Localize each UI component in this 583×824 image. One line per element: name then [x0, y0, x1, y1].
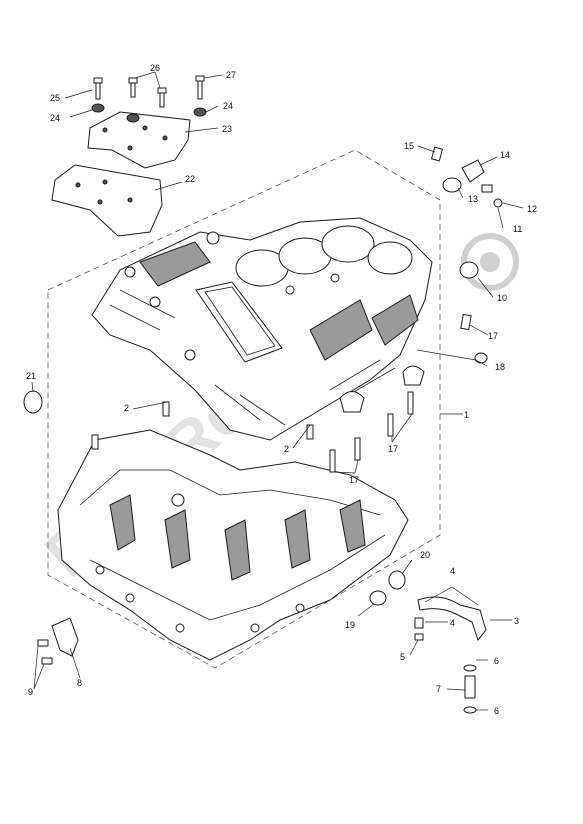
callout-23: 23 — [222, 124, 232, 134]
callout-1: 1 — [464, 410, 469, 420]
callout-4: 4 — [450, 618, 455, 628]
callout-14: 14 — [500, 150, 510, 160]
callout-4: 4 — [450, 566, 455, 576]
callout-12: 12 — [527, 204, 537, 214]
lower-crankcase — [57, 429, 409, 661]
callout-21: 21 — [26, 371, 36, 381]
sensor-bracket — [37, 617, 79, 665]
callout-17: 17 — [388, 444, 398, 454]
callout-8: 8 — [77, 678, 82, 688]
main-bearing-caps — [329, 365, 425, 473]
callout-13: 13 — [468, 194, 478, 204]
callout-24: 24 — [223, 101, 233, 111]
heat-shield-upper — [87, 111, 191, 169]
o-ring — [23, 390, 43, 414]
callout-5: 5 — [400, 652, 405, 662]
callout-11: 11 — [513, 224, 522, 234]
assembly-boundary-dashed — [47, 149, 441, 669]
callout-17: 17 — [488, 331, 498, 341]
callout-22: 22 — [185, 174, 195, 184]
callout-6: 6 — [494, 706, 499, 716]
callout-26: 26 — [150, 63, 160, 73]
callout-3: 3 — [514, 616, 519, 626]
callout-labels: 1 2 2 3 4 4 5 6 6 7 8 9 10 11 12 13 14 1… — [26, 63, 537, 716]
callout-24: 24 — [50, 113, 60, 123]
callout-6: 6 — [494, 656, 499, 666]
callout-10: 10 — [497, 293, 507, 303]
leader-lines — [31, 71, 524, 711]
callout-27: 27 — [226, 70, 236, 80]
oil-fitting-parts — [430, 146, 503, 364]
callout-7: 7 — [436, 684, 441, 694]
callout-18: 18 — [495, 362, 505, 372]
upper-crankcase — [91, 217, 433, 441]
callout-19: 19 — [345, 620, 355, 630]
callout-2: 2 — [124, 403, 129, 413]
callout-20: 20 — [420, 550, 430, 560]
callout-9: 9 — [28, 687, 33, 697]
callout-25: 25 — [50, 93, 60, 103]
shield-bolts — [91, 75, 207, 123]
heat-shield-lower — [51, 164, 163, 237]
oil-pipe-assembly — [369, 570, 487, 714]
callout-15: 15 — [404, 141, 414, 151]
watermark-logo-icon — [461, 233, 519, 291]
callout-17: 17 — [349, 475, 359, 485]
callout-2: 2 — [284, 444, 289, 454]
